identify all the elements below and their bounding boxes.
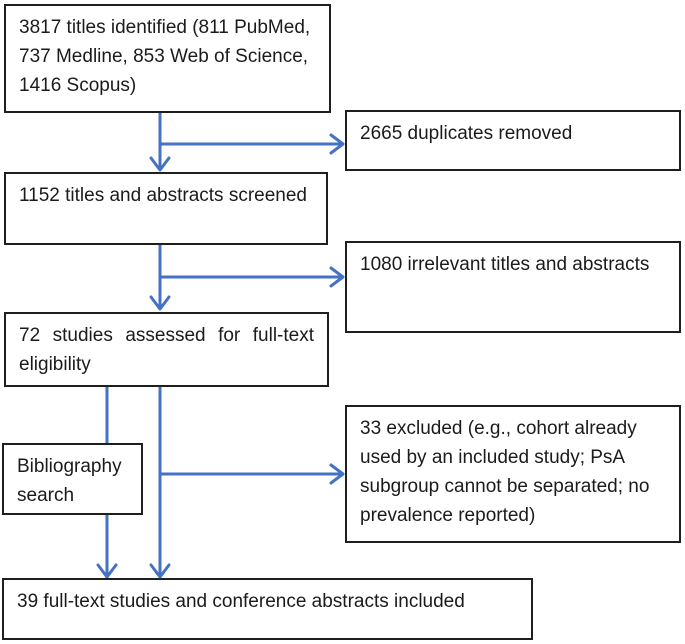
node-titles-screened-label: 1152 titles and abstracts screened xyxy=(19,185,307,206)
node-duplicates-removed: 2665 duplicates removed xyxy=(345,110,681,171)
node-bibliography-search-label: Bibliography search xyxy=(17,456,122,506)
node-irrelevant-titles: 1080 irrelevant titles and abstracts xyxy=(345,241,681,333)
arrowhead-right-icon xyxy=(329,266,345,288)
node-included: 39 full-text studies and conference abst… xyxy=(2,578,533,640)
node-excluded-label: 33 excluded (e.g., cohort already used b… xyxy=(360,418,650,526)
node-titles-identified-label: 3817 titles identified (811 PubMed, 737 … xyxy=(19,17,311,96)
node-bibliography-search: Bibliography search xyxy=(2,443,143,515)
arrowhead-down-icon xyxy=(149,295,171,311)
node-titles-identified: 3817 titles identified (811 PubMed, 737 … xyxy=(4,4,331,113)
arrowhead-right-icon xyxy=(329,133,345,155)
node-excluded: 33 excluded (e.g., cohort already used b… xyxy=(345,405,681,543)
arrowhead-down-icon xyxy=(96,563,118,579)
node-irrelevant-titles-label: 1080 irrelevant titles and abstracts xyxy=(360,254,650,275)
node-duplicates-removed-label: 2665 duplicates removed xyxy=(360,123,573,144)
arrowhead-down-icon xyxy=(149,563,171,579)
arrowhead-right-icon xyxy=(329,463,345,485)
node-included-label: 39 full-text studies and conference abst… xyxy=(17,591,465,612)
node-titles-screened: 1152 titles and abstracts screened xyxy=(4,172,328,245)
arrowhead-down-icon xyxy=(149,156,171,172)
node-fulltext-assessed-label: 72 studies assessed for full-text eligib… xyxy=(19,325,314,375)
node-fulltext-assessed: 72 studies assessed for full-text eligib… xyxy=(4,312,329,387)
